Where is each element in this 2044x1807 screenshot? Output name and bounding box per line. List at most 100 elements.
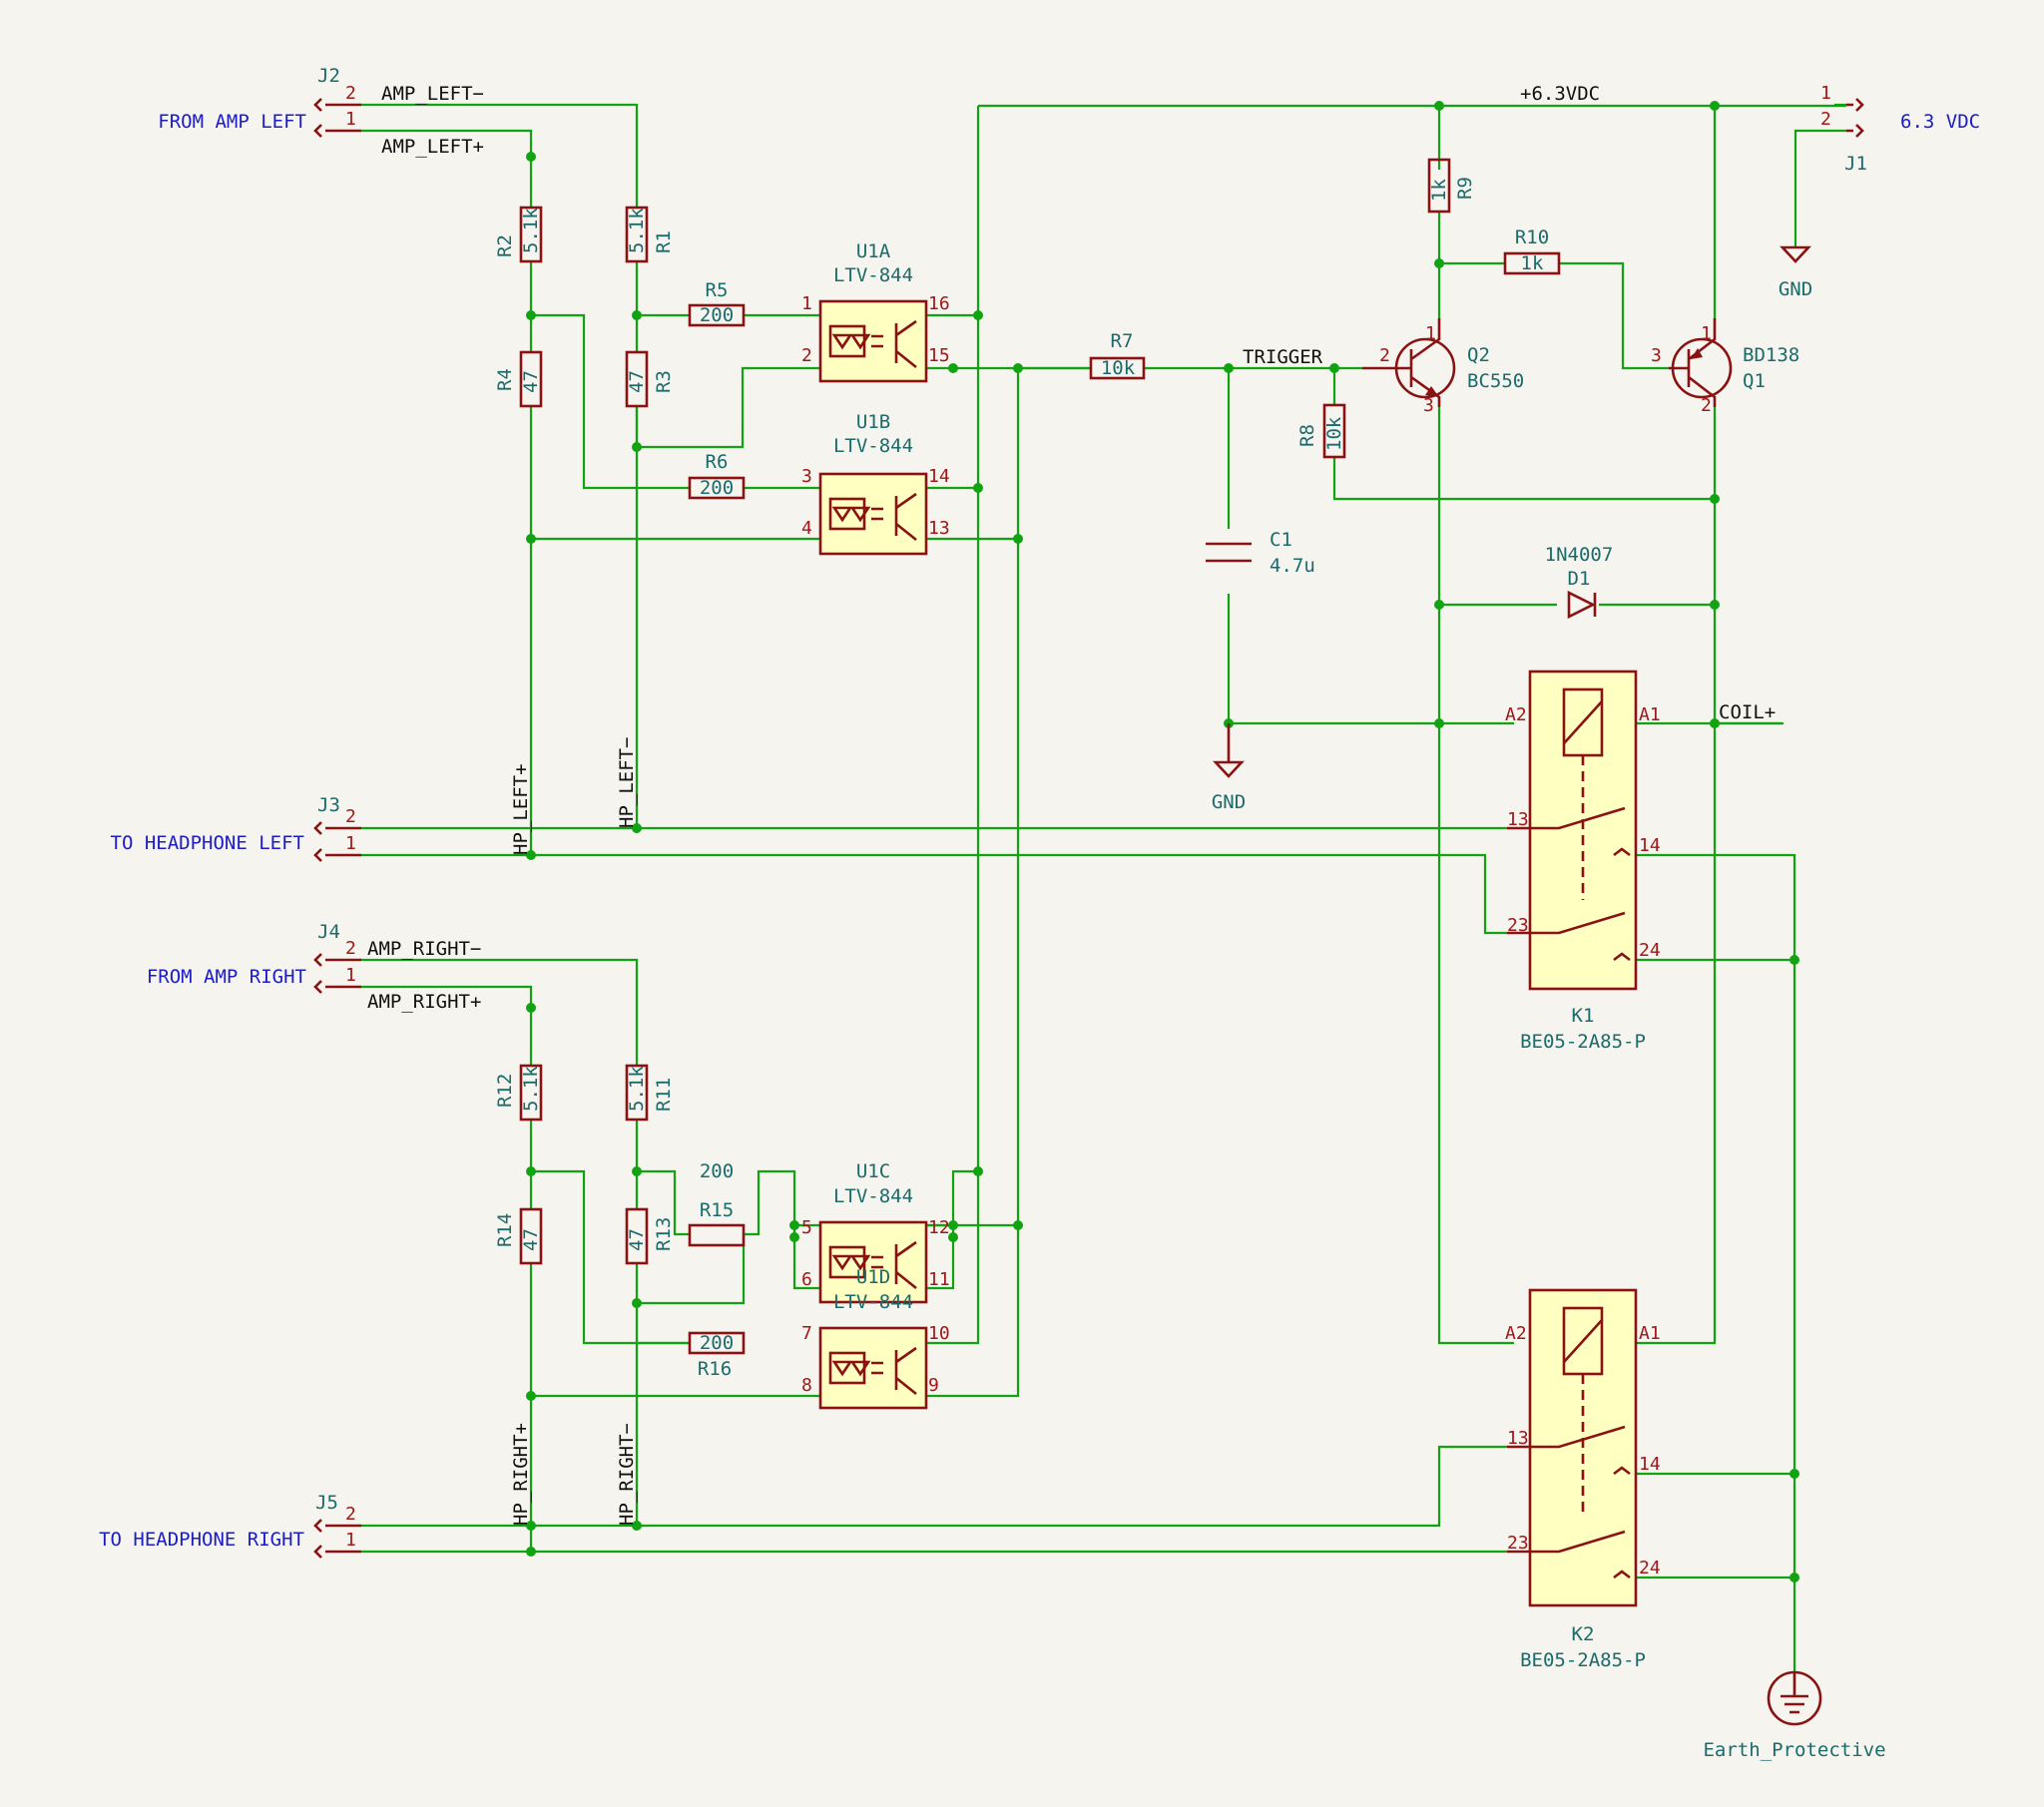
svg-text:R9: R9 [1454,177,1476,200]
svg-text:BC550: BC550 [1467,370,1524,392]
svg-text:AMP_LEFT+: AMP_LEFT+ [381,136,484,158]
svg-text:U1B: U1B [856,411,890,433]
svg-text:AMP_RIGHT+: AMP_RIGHT+ [367,991,481,1013]
resistor-r14: 47 R14 [494,1207,543,1265]
svg-text:HP_LEFT+: HP_LEFT+ [510,763,532,855]
svg-text:K1: K1 [1572,1005,1595,1027]
svg-text:1: 1 [345,1530,356,1551]
svg-text:200: 200 [700,304,734,326]
gnd-symbol-j1: GND [1779,245,1812,300]
port-label-to-headphone-left: TO HEADPHONE LEFT [111,832,304,854]
svg-text:J5: J5 [315,1492,338,1514]
svg-text:1: 1 [345,109,356,130]
svg-text:47: 47 [626,370,648,393]
svg-text:8: 8 [801,1375,812,1396]
svg-text:24: 24 [1639,1558,1661,1579]
svg-text:10k: 10k [1323,416,1345,451]
svg-text:4: 4 [801,518,812,539]
svg-text:2: 2 [1701,395,1712,416]
diode-d1: 1N4007 D1 [1545,544,1613,620]
resistor-r8: 10k R8 [1296,403,1346,459]
svg-text:HP_RIGHT−: HP_RIGHT− [616,1423,638,1526]
svg-text:Q2: Q2 [1467,344,1490,366]
svg-text:A1: A1 [1639,704,1661,725]
svg-text:R12: R12 [494,1074,516,1108]
svg-text:J3: J3 [317,794,340,816]
svg-text:R6: R6 [706,451,729,473]
svg-text:3: 3 [1423,395,1434,416]
svg-text:6: 6 [801,1269,812,1290]
wires [361,103,1846,1688]
svg-text:R13: R13 [653,1217,675,1251]
svg-text:15: 15 [928,345,950,366]
gnd-symbol-c1: GND [1212,723,1246,813]
resistor-r1: 5.1k R1 [625,206,675,263]
svg-text:13: 13 [928,518,950,539]
svg-text:R7: R7 [1111,330,1134,352]
svg-text:2: 2 [1379,345,1390,366]
port-label-to-headphone-right: TO HEADPHONE RIGHT [99,1529,304,1551]
svg-text:LTV-844: LTV-844 [833,435,913,457]
svg-text:1: 1 [1425,323,1436,344]
svg-text:1: 1 [345,833,356,854]
svg-text:47: 47 [520,370,542,393]
svg-text:14: 14 [1639,1454,1661,1475]
svg-text:200: 200 [700,1332,734,1354]
svg-text:COIL+: COIL+ [1719,701,1776,723]
svg-text:HP_LEFT−: HP_LEFT− [616,736,638,828]
svg-text:R15: R15 [700,1199,734,1221]
resistor-r12: 5.1k R12 [494,1064,543,1122]
svg-text:HP_RIGHT+: HP_RIGHT+ [510,1423,532,1526]
optocoupler-u1a: U1A LTV-844 1 2 16 15 [801,240,950,383]
svg-text:47: 47 [626,1228,648,1251]
earth-protective-symbol: Earth_Protective [1703,1670,1886,1761]
svg-text:5.1k: 5.1k [520,1066,542,1112]
svg-text:R4: R4 [494,368,516,391]
svg-text:R16: R16 [698,1358,732,1380]
transistor-q2: 2 1 3 Q2 BC550 [1362,318,1524,416]
svg-text:BD138: BD138 [1743,344,1799,366]
svg-text:14: 14 [928,466,950,487]
svg-text:GND: GND [1779,278,1812,300]
svg-text:10k: 10k [1101,357,1136,379]
connector-j3: J3 2 1 TO HEADPHONE LEFT [111,794,361,862]
svg-text:7: 7 [801,1323,812,1344]
svg-text:GND: GND [1212,791,1246,813]
svg-text:2: 2 [1820,109,1831,130]
svg-text:5.1k: 5.1k [520,208,542,253]
svg-text:200: 200 [700,1160,734,1182]
net-labels: AMP_LEFT− AMP_LEFT+ AMP_RIGHT− AMP_RIGHT… [367,83,1782,1526]
svg-text:AMP_RIGHT−: AMP_RIGHT− [367,938,481,960]
svg-text:2: 2 [345,83,356,104]
svg-text:R14: R14 [494,1213,516,1247]
svg-text:2: 2 [801,345,812,366]
svg-text:10: 10 [928,1323,950,1344]
svg-text:2: 2 [345,1504,356,1525]
svg-text:Earth_Protective: Earth_Protective [1703,1739,1885,1761]
svg-text:C1: C1 [1270,529,1292,551]
svg-text:12: 12 [928,1217,950,1238]
svg-text:J4: J4 [317,921,340,943]
svg-text:J2: J2 [317,65,340,87]
svg-text:1: 1 [1820,83,1831,104]
svg-text:K2: K2 [1572,1623,1595,1645]
svg-text:200: 200 [700,477,734,499]
svg-text:13: 13 [1507,1428,1529,1449]
svg-text:4.7u: 4.7u [1270,555,1315,577]
svg-text:LTV-844: LTV-844 [833,1185,913,1207]
svg-text:3: 3 [801,466,812,487]
svg-text:A1: A1 [1639,1323,1661,1344]
resistor-r16: 200 R16 [688,1331,746,1380]
relay-k2: A2 A1 13 14 23 24 K2 BE05-2A85-P [1505,1288,1661,1671]
svg-text:U1A: U1A [856,240,891,262]
transistor-q1: 3 1 2 BD138 Q1 [1651,318,1799,416]
svg-text:R3: R3 [653,370,675,393]
svg-text:1: 1 [345,965,356,986]
optocoupler-u1c: U1C LTV-844 5 6 12 11 [801,1160,950,1304]
svg-text:A2: A2 [1505,704,1527,725]
junctions [526,101,1799,1582]
svg-text:R11: R11 [653,1078,675,1112]
svg-text:TRIGGER: TRIGGER [1243,346,1323,368]
svg-text:13: 13 [1507,809,1529,830]
